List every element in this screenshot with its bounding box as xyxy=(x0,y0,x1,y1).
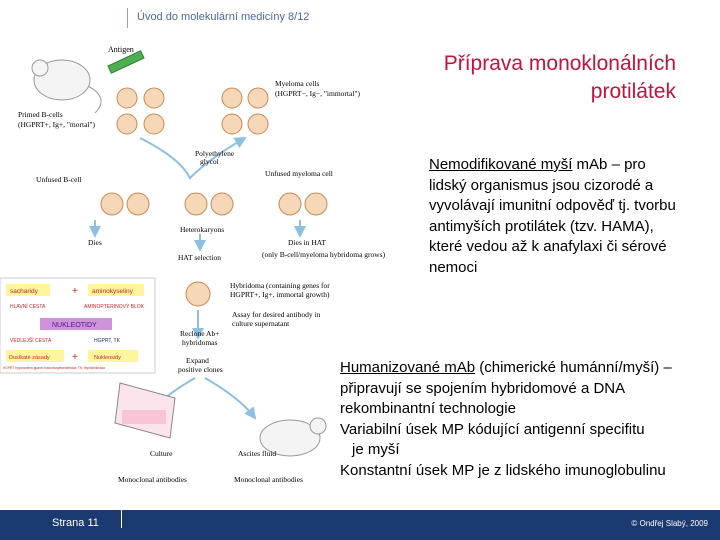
mono-ab-label-2: Monoclonal antibodies xyxy=(234,475,303,484)
unfused-b-cell-label: Unfused B-cell xyxy=(36,175,82,184)
paragraph-1-lead: Nemodifikované myší xyxy=(429,156,573,173)
copyright: © Ondřej Slabý, 2009 xyxy=(631,519,708,528)
primed-b-cells-markers: (HGPRT+, Ig+, "mortal") xyxy=(18,120,96,129)
header-divider xyxy=(127,8,128,28)
peg-label: Polyethylene xyxy=(195,149,235,158)
reclone-label: Reclone Ab+ xyxy=(180,329,219,338)
syringe-icon xyxy=(107,50,145,74)
sugars-label: sacharidy xyxy=(10,288,39,295)
culture-label: Culture xyxy=(150,449,173,458)
paragraph-2-lead: Humanizované mAb xyxy=(340,359,476,376)
only-hybridoma-label: (only B-cell/myeloma hybridoma grows) xyxy=(262,250,386,259)
nucleotides-label: NUKLEOTIDY xyxy=(52,322,97,329)
mouse-icon-bottom xyxy=(259,417,327,457)
paragraph-2-line-2: Variabilní úsek MP kódující antigenní sp… xyxy=(340,420,645,438)
paragraph-humanized-mab: Humanizované mAb (chimerické humánní/myš… xyxy=(340,358,720,481)
paragraph-2-line-4: Konstantní úsek MP je z lidského imunogl… xyxy=(340,461,666,479)
myeloma-label: Myeloma cells xyxy=(275,79,319,88)
footer-divider xyxy=(121,510,122,528)
salvage-label: VEDLEJŠÍ CESTA xyxy=(10,337,52,344)
mono-ab-label-1: Monoclonal antibodies xyxy=(118,475,187,484)
myeloma-cell-group xyxy=(221,87,269,135)
svg-text:+: + xyxy=(72,286,78,297)
hybridoma-diagram: Antigen Primed B-cells (HGPRT+, Ig+, "mo… xyxy=(0,45,386,484)
expand-label-2: positive clones xyxy=(178,365,223,374)
slide-title: Příprava monoklonálních protilátek xyxy=(376,50,676,106)
paragraph-2-line-3: je myší xyxy=(352,441,400,458)
paragraph-2-body: (chimerické humánní/myší) – připravují s… xyxy=(340,359,672,417)
assay-label-2: culture supernatant xyxy=(232,319,290,328)
nucleotide-pathway-box: sacharidy + aminokyseliny HLAVNÍ CESTA A… xyxy=(0,277,156,374)
reclone-label-2: hybridomas xyxy=(182,338,217,347)
main-path-label: HLAVNÍ CESTA xyxy=(10,303,46,310)
mouse-icon xyxy=(31,59,102,114)
antigen-label: Antigen xyxy=(108,45,134,54)
paragraph-1-body: mAb – pro lidský organismus jsou cizorod… xyxy=(429,156,676,276)
hybridoma-cell xyxy=(185,281,211,307)
hgprt-label: HGPRT, TK xyxy=(94,338,121,344)
svg-text:+: + xyxy=(72,352,78,363)
amino-acids-label: aminokyseliny xyxy=(92,288,134,295)
aminopterin-label: AMINOPTERINOVÝ BLOK xyxy=(84,303,145,310)
hybridoma-label-2: HGPRT+, Ig+, immortal growth) xyxy=(230,290,330,299)
myeloma-markers: (HGPRT−, Ig−, "immortal") xyxy=(275,89,360,98)
paragraph-unmodified-mab: Nemodifikované myší mAb – pro lidský org… xyxy=(429,155,679,278)
fusion-cell-row xyxy=(100,192,328,216)
b-cell-group xyxy=(116,87,165,135)
heterokaryons-label: Heterokaryons xyxy=(180,225,224,234)
dies-label: Dies xyxy=(88,238,102,247)
course-header: Úvod do molekulární medicíny 8/12 xyxy=(137,11,310,23)
dies-in-hat-label: Dies in HAT xyxy=(288,238,326,247)
page-number: Strana 11 xyxy=(52,517,99,529)
peg-label-2: glycol xyxy=(200,157,219,166)
assay-label: Assay for desired antibody in xyxy=(232,310,321,319)
slide-title-line-1: Příprava monoklonálních xyxy=(443,52,676,75)
slide-title-line-2: protilátek xyxy=(590,80,676,103)
hat-selection-label: HAT selection xyxy=(178,253,221,262)
ascites-label: Ascites fluid xyxy=(238,449,276,458)
pathway-footnote: HGPRT: hypoxanthin-guanin fosforibosyltr… xyxy=(3,366,105,370)
footer-bar xyxy=(0,510,720,540)
unfused-myeloma-label: Unfused myeloma cell xyxy=(265,169,333,178)
expand-label: Expand xyxy=(186,356,209,365)
nucleosides-label: Nukleosidy xyxy=(94,355,121,361)
culture-flask-icon xyxy=(114,382,176,439)
bases-label: Dusíkaté zásady xyxy=(9,355,50,361)
primed-b-cells-label: Primed B-cells xyxy=(18,110,63,119)
hybridoma-label: Hybridoma (containing genes for xyxy=(230,281,330,290)
